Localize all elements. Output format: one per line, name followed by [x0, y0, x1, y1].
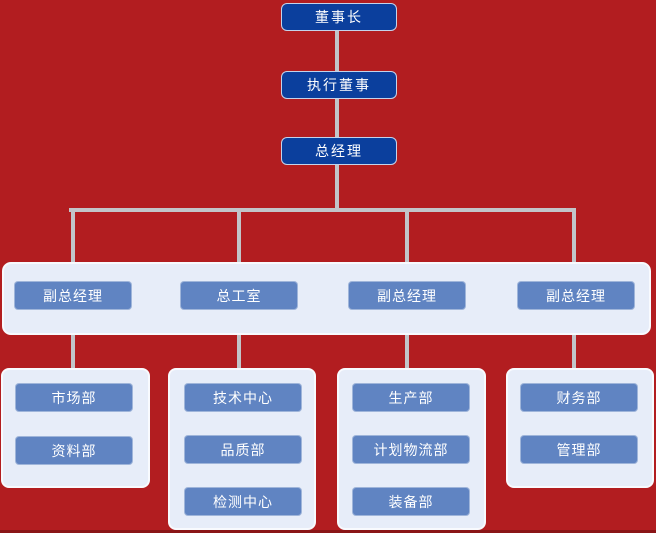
node-testing-center: 检测中心 [184, 487, 302, 516]
node-finance-dept-label: 财务部 [556, 389, 602, 406]
node-deputy-gm-3-label: 副总经理 [546, 287, 606, 304]
node-production-dept-label: 生产部 [388, 389, 434, 406]
node-deputy-gm-2: 副总经理 [348, 281, 466, 310]
node-planning-logistics-dept: 计划物流部 [352, 435, 470, 464]
connector-branch-horizontal [69, 208, 576, 212]
connector-drop-4 [572, 212, 576, 262]
node-finance-dept: 财务部 [520, 383, 638, 412]
node-quality-dept: 品质部 [184, 435, 302, 464]
connector-band-to-group-4 [572, 335, 576, 368]
bottom-edge-strip [0, 530, 656, 533]
node-testing-center-label: 检测中心 [213, 493, 273, 510]
node-marketing-dept: 市场部 [15, 383, 133, 412]
node-equipment-dept-label: 装备部 [388, 493, 434, 510]
node-executive-director: 执行董事 [281, 71, 397, 99]
connector-drop-2 [237, 212, 241, 262]
connector-chairman-to-executive [335, 30, 339, 71]
node-deputy-gm-1-label: 副总经理 [43, 287, 103, 304]
node-planning-logistics-dept-label: 计划物流部 [373, 441, 449, 458]
node-documentation-dept: 资料部 [15, 436, 133, 465]
connector-drop-1 [71, 212, 75, 262]
connector-band-to-group-1 [71, 335, 75, 368]
connector-band-to-group-3 [405, 335, 409, 368]
node-technology-center: 技术中心 [184, 383, 302, 412]
node-chief-engineer-office: 总工室 [180, 281, 298, 310]
node-production-dept: 生产部 [352, 383, 470, 412]
connector-gm-to-branch [335, 165, 339, 208]
node-chairman-label: 董事长 [315, 9, 363, 25]
connector-drop-3 [405, 212, 409, 262]
node-technology-center-label: 技术中心 [213, 389, 273, 406]
connector-executive-to-gm [335, 99, 339, 137]
node-general-manager-label: 总经理 [315, 143, 363, 159]
node-admin-dept-label: 管理部 [556, 441, 602, 458]
node-equipment-dept: 装备部 [352, 487, 470, 516]
node-quality-dept-label: 品质部 [220, 441, 266, 458]
node-deputy-gm-1: 副总经理 [14, 281, 132, 310]
node-admin-dept: 管理部 [520, 435, 638, 464]
node-deputy-gm-2-label: 副总经理 [377, 287, 437, 304]
node-documentation-dept-label: 资料部 [51, 442, 97, 459]
node-deputy-gm-3: 副总经理 [517, 281, 635, 310]
node-chief-engineer-office-label: 总工室 [216, 287, 262, 304]
node-chairman: 董事长 [281, 3, 397, 31]
node-general-manager: 总经理 [281, 137, 397, 165]
connector-band-to-group-2 [237, 335, 241, 368]
node-marketing-dept-label: 市场部 [51, 389, 97, 406]
node-executive-director-label: 执行董事 [307, 77, 371, 93]
